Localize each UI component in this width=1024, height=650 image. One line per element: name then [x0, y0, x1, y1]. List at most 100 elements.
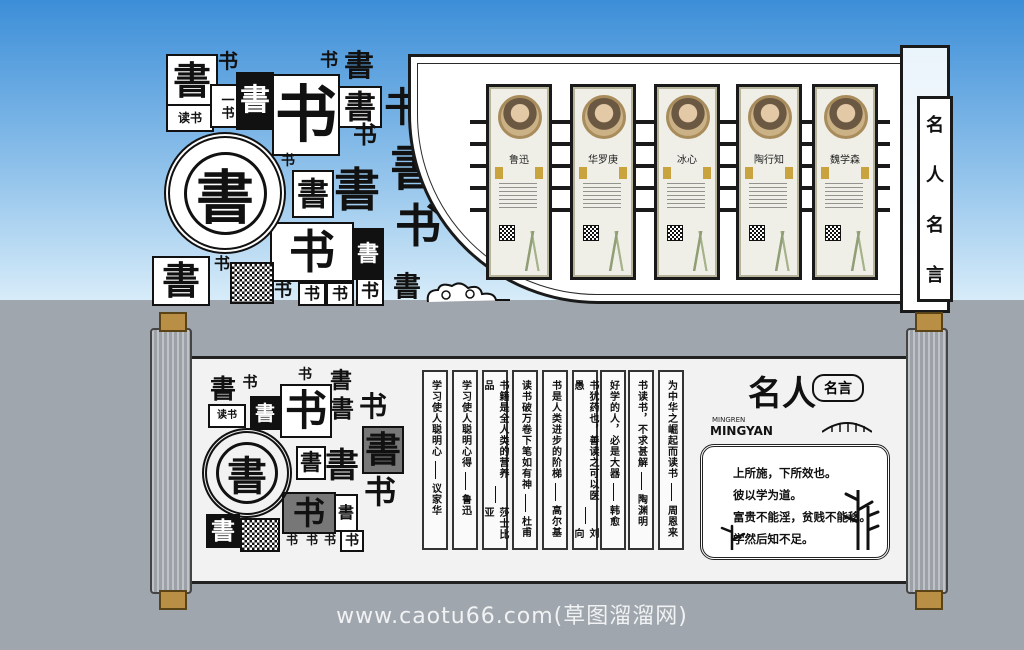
calli-tile: 书: [353, 120, 377, 149]
bamboo-icon: [515, 231, 545, 271]
bamboo-icon: [765, 231, 795, 271]
bridge-icon: [822, 422, 872, 433]
mingren-pinyin: MINGREN: [712, 416, 746, 424]
calli-tile: 书: [363, 473, 396, 511]
portrait-photo: [666, 95, 710, 139]
bamboo-icon: [720, 524, 746, 550]
calli-tile: 書: [338, 86, 382, 128]
calli-tile: 書: [206, 514, 240, 548]
mingyan-badge: 名言: [812, 374, 864, 402]
quote-strip: 书犹药也，善读之可以医愚刘向: [572, 370, 598, 550]
calli-tile: 书: [274, 280, 292, 301]
quote-line: 上所施，下所效也。: [733, 466, 837, 480]
calli-tile: 書: [292, 170, 334, 218]
calli-tile: 書: [334, 163, 380, 217]
portrait-name: 陶行知: [739, 151, 799, 179]
bio-text-lines: [749, 183, 787, 209]
calli-tile: 書: [392, 270, 421, 303]
quote-strip: 学习使人聪明心议家华: [422, 370, 448, 550]
portrait-panel-2: 华罗庚: [570, 84, 636, 280]
calli-tile: 书: [320, 50, 338, 71]
calli-tile: 书: [395, 199, 441, 253]
bio-text-lines: [499, 183, 537, 209]
mingren-title: 名人: [748, 374, 816, 414]
bio-text-lines: [583, 183, 621, 209]
quote-strip: 好学的人，必是大器韩愈: [600, 370, 626, 550]
quote-line: 富贵不能淫，贫贱不能移。: [733, 510, 871, 524]
calli-tile: 书: [213, 254, 230, 273]
watermark-text: www.caotu66.com(草图溜溜网): [336, 604, 688, 629]
calli-tile: 書: [250, 396, 280, 430]
calli-tile: 书: [272, 74, 340, 156]
calli-tile: 書: [330, 394, 354, 423]
calli-tile: 读书: [208, 404, 246, 428]
calli-tile: 書: [329, 368, 352, 394]
calli-tile: 书: [270, 222, 354, 282]
calli-tile: 書: [296, 446, 326, 480]
calli-tile: 書: [209, 375, 236, 405]
cloud-ornament-icon: [426, 282, 510, 303]
calli-tile: 书: [298, 367, 312, 383]
portrait-name: 魏学森: [815, 151, 875, 179]
quote-line: 彼以学为道。: [733, 488, 802, 502]
bamboo-icon: [844, 490, 880, 550]
portrait-name: 华罗庚: [573, 151, 633, 179]
calli-tile: 书: [285, 533, 298, 547]
calli-tile: 書: [362, 426, 404, 474]
calli-tile: 书: [281, 153, 295, 169]
mingyan-pinyin: MINGYAN: [710, 424, 773, 438]
portrait-name: 冰心: [657, 151, 717, 179]
calli-tile: 书: [340, 530, 364, 552]
calli-tile: 書: [166, 54, 218, 108]
bamboo-icon: [683, 231, 713, 271]
calli-tile: 书: [359, 390, 388, 423]
calligraphy-medallion: 書: [202, 428, 292, 518]
quote-strip: 书读书，不求甚解陶渊明: [628, 370, 654, 550]
calli-tile: 書: [334, 494, 358, 532]
calli-tile: [240, 518, 280, 552]
portrait-photo: [748, 95, 792, 139]
bamboo-icon: [599, 231, 629, 271]
calli-tile: 書: [344, 49, 374, 84]
scroll-roller-right: [906, 312, 948, 610]
calli-tile: 书: [280, 384, 332, 438]
portrait-photo: [582, 95, 626, 139]
portrait-photo: [824, 95, 868, 139]
bio-text-lines: [667, 183, 705, 209]
bio-text-lines: [825, 183, 863, 209]
calli-tile: 书: [218, 49, 238, 73]
qr-code-icon: [583, 225, 599, 241]
calli-tile: 書: [325, 446, 359, 486]
portrait-panel-1: 鲁迅: [486, 84, 552, 280]
quote-strip: 书籍是全人类的营养品莎士比亚: [482, 370, 508, 550]
qr-code-icon: [499, 225, 515, 241]
quote-strip: 读书破万卷下笔如有神杜甫: [512, 370, 538, 550]
calli-tile: 書: [352, 228, 384, 280]
calli-tile: 书: [282, 492, 336, 534]
qr-code-icon: [825, 225, 841, 241]
calli-tile: 書: [236, 72, 274, 130]
calli-tile: 書: [152, 256, 210, 306]
calli-tile: 读书: [166, 104, 214, 132]
quote-strip: 学习使人聪明心得鲁迅: [452, 370, 478, 550]
qr-code-icon: [749, 225, 765, 241]
portrait-panel-3: 冰心: [654, 84, 720, 280]
quote-strip: 为中华之崛起而读书周恩来: [658, 370, 684, 550]
portrait-name: 鲁迅: [489, 151, 549, 179]
calli-tile: 书: [305, 533, 318, 547]
calli-tile: 书: [323, 533, 336, 547]
portrait-panel-5: 魏学森: [812, 84, 878, 280]
bamboo-icon: [841, 231, 871, 271]
quote-line: 学然后知不足。: [733, 532, 814, 546]
side-post-title: 名 人 名 言: [917, 96, 953, 302]
portrait-photo: [498, 95, 542, 139]
qr-code-icon: [667, 225, 683, 241]
calli-tile: 书: [242, 372, 258, 391]
calli-tile: 书: [298, 282, 326, 306]
calli-tile: [230, 262, 274, 304]
calli-tile: 书: [356, 278, 384, 306]
calligraphy-medallion: 書: [164, 132, 286, 254]
quote-strip: 书是人类进步的阶梯高尔基: [542, 370, 568, 550]
scroll-roller-left: [150, 312, 192, 610]
portrait-panel-4: 陶行知: [736, 84, 802, 280]
